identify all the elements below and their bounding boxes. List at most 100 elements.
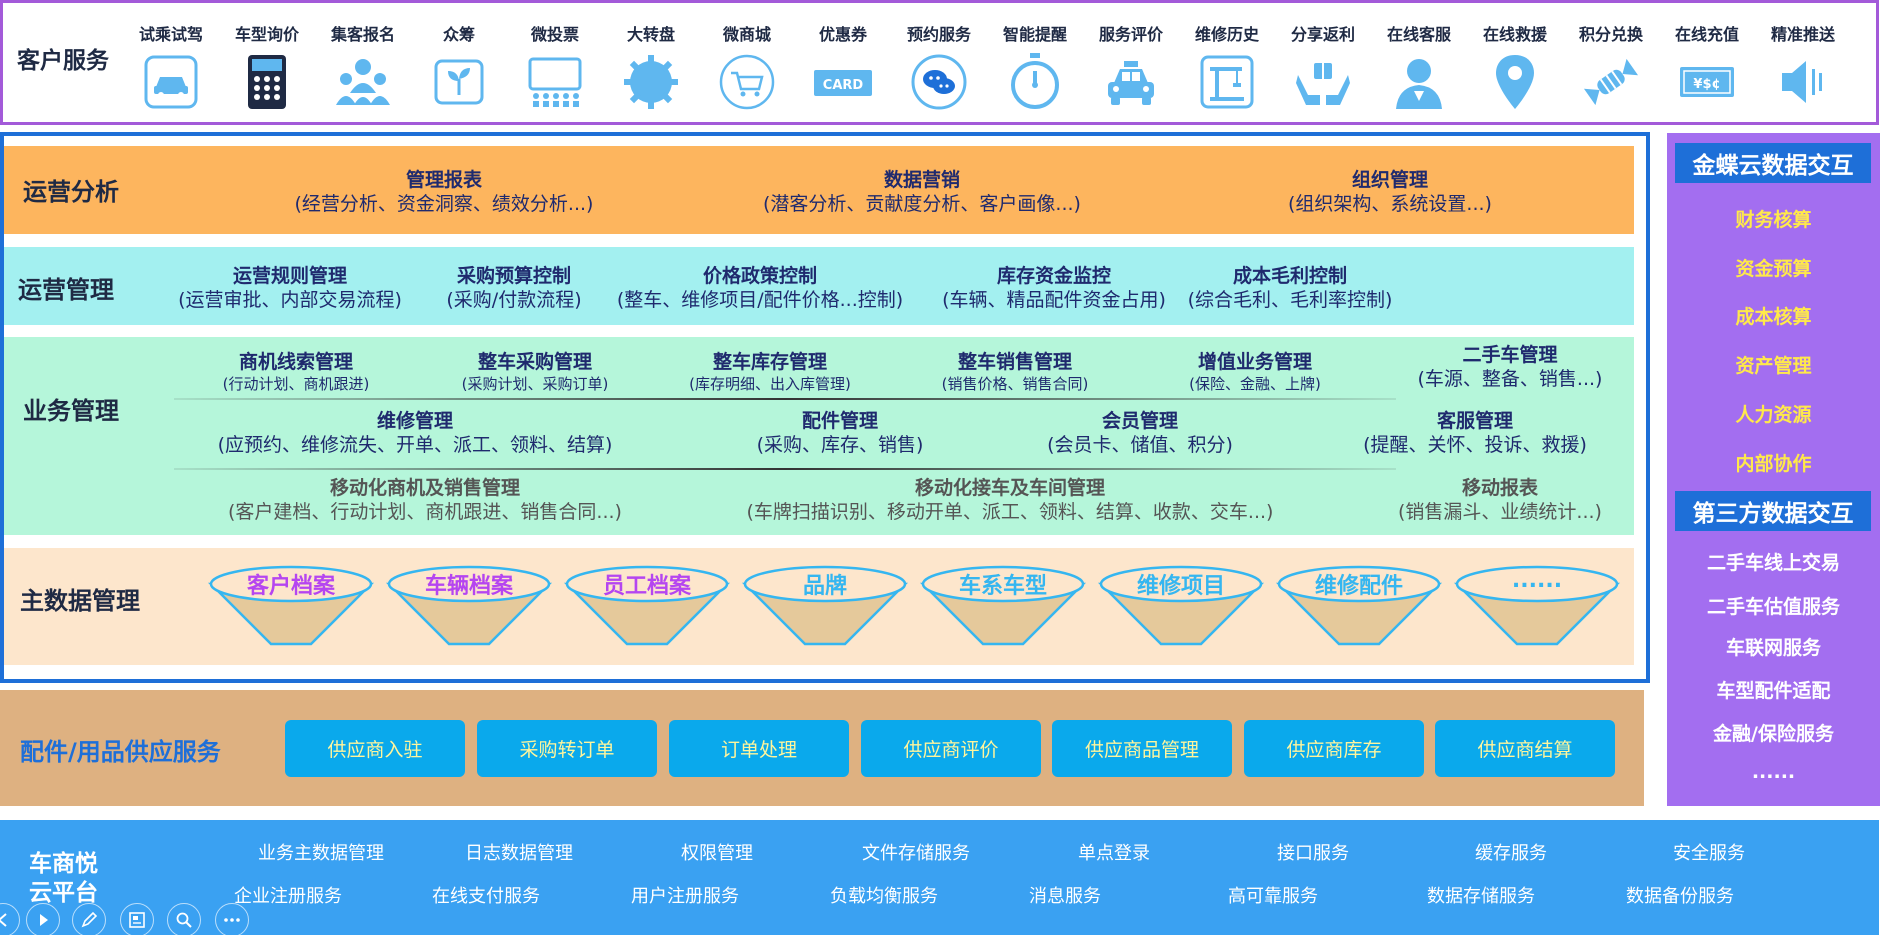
cloud-service-data-storage[interactable]: 数据存储服务 [1427,886,1535,907]
cs-item-voting[interactable]: 微投票 [507,21,603,125]
supplier-product-mgmt-button[interactable]: 供应商品管理 [1052,720,1232,777]
biz-block-member[interactable]: 会员管理 (会员卡、储值、积分) [1030,409,1250,457]
order-processing-button[interactable]: 订单处理 [669,720,849,777]
cloud-service-biz-master-data[interactable]: 业务主数据管理 [258,843,384,864]
ops-analysis-block-marketing[interactable]: 数据营销 (潜客分析、贡献度分析、客户画像...) [722,168,1122,216]
zoom-icon[interactable] [167,903,201,937]
cs-item-share-rebate[interactable]: 分享返利 [1275,21,1371,125]
third-party-item-used-car-valuation[interactable]: 二手车估值服务 [1706,596,1840,618]
block-subtitle: (车牌扫描识别、移动开单、派工、领料、结算、收款、交车...) [746,501,1274,523]
pen-icon[interactable] [72,903,106,937]
cs-item-crowdfunding[interactable]: 众筹 [411,21,507,125]
master-data-item[interactable]: 客户档案 [207,564,375,648]
master-data-item[interactable]: 车系车型 [919,564,1087,648]
supplier-inventory-button[interactable]: 供应商库存 [1244,720,1424,777]
cs-item-online-recharge[interactable]: 在线充值 ¥$¢ [1659,21,1755,125]
cloud-service-user-registration[interactable]: 用户注册服务 [631,886,739,907]
cloud-service-messaging[interactable]: 消息服务 [1029,886,1101,907]
cloud-service-cache[interactable]: 缓存服务 [1475,843,1547,864]
ops-mgmt-block-budget[interactable]: 采购预算控制 (采购/付款流程) [434,264,594,312]
kingdee-item-budget[interactable]: 资金预算 [1735,258,1812,280]
master-data-item[interactable]: 品牌 [741,564,909,648]
ops-analysis-block-reports[interactable]: 管理报表 (经营分析、资金洞察、绩效分析...) [244,168,644,216]
cs-item-points-exchange[interactable]: 积分兑换 [1563,21,1659,125]
cloud-service-high-availability[interactable]: 高可靠服务 [1228,886,1318,907]
ops-mgmt-block-rules[interactable]: 运营规则管理 (运营审批、内部交易流程) [170,264,410,312]
cs-item-repair-history[interactable]: 维修历史 [1179,21,1275,125]
purchase-to-order-button[interactable]: 采购转订单 [477,720,657,777]
biz-block-lead-mgmt[interactable]: 商机线索管理 (行动计划、商机跟进) [196,350,396,394]
ops-analysis-block-organization[interactable]: 组织管理 (组织架构、系统设置...) [1240,168,1540,216]
biz-block-mobile-sales[interactable]: 移动化商机及销售管理 (客户建档、行动计划、商机跟进、销售合同...) [200,476,650,524]
cs-item-appointment[interactable]: 预约服务 [891,21,987,125]
more-icon[interactable] [215,903,249,937]
cs-item-label: 众筹 [442,25,475,44]
cs-item-test-drive[interactable]: 试乘试驾 [123,21,219,125]
biz-block-parts[interactable]: 配件管理 (采购、库存、销售) [740,409,940,457]
customer-service-items: 试乘试驾 车型询价 集客报名 众筹 微投票 [123,21,1873,125]
cloud-service-api[interactable]: 接口服务 [1277,843,1349,864]
cs-item-label: 试乘试驾 [138,25,203,44]
biz-block-mobile-workshop[interactable]: 移动化接车及车间管理 (车牌扫描识别、移动开单、派工、领料、结算、收款、交车..… [710,476,1310,524]
cloud-service-security[interactable]: 安全服务 [1673,843,1745,864]
master-data-item[interactable]: 员工档案 [563,564,731,648]
supplier-settlement-button[interactable]: 供应商结算 [1435,720,1615,777]
cs-item-coupon[interactable]: 优惠券 CARD [795,21,891,125]
biz-block-vehicle-purchase[interactable]: 整车采购管理 (采购计划、采购订单) [440,350,630,394]
biz-block-vehicle-inventory[interactable]: 整车库存管理 (库存明细、出入库管理) [670,350,870,394]
biz-block-mobile-reports[interactable]: 移动报表 (销售漏斗、业绩统计...) [1380,476,1620,524]
cs-item-online-rescue[interactable]: 在线救援 [1467,21,1563,125]
cs-item-price-inquiry[interactable]: 车型询价 [219,21,315,125]
block-title: 会员管理 [1101,410,1178,432]
kingdee-item-finance[interactable]: 财务核算 [1735,209,1812,231]
biz-block-repair[interactable]: 维修管理 (应预约、维修流失、开单、派工、领料、结算) [190,409,640,457]
funnel-icon [385,565,553,646]
block-subtitle: (客户建档、行动计划、商机跟进、销售合同...) [228,501,622,523]
slides-icon[interactable] [120,903,154,937]
third-party-item-parts-fit[interactable]: 车型配件适配 [1716,680,1831,702]
kingdee-item-assets[interactable]: 资产管理 [1735,355,1812,377]
cloud-service-file-storage[interactable]: 文件存储服务 [862,843,970,864]
cloud-service-log-data[interactable]: 日志数据管理 [465,843,573,864]
cs-item-service-rating[interactable]: 服务评价 [1083,21,1179,125]
cs-item-lucky-wheel[interactable]: 大转盘 [603,21,699,125]
master-data-item[interactable]: 车辆档案 [385,564,553,648]
ops-mgmt-block-cost-margin[interactable]: 成本毛利控制 (综合毛利、毛利率控制) [1180,264,1400,312]
supplier-rating-button[interactable]: 供应商评价 [861,720,1041,777]
cloud-service-load-balancing[interactable]: 负载均衡服务 [830,886,938,907]
cloud-title-line2: 云平台 [29,880,98,906]
block-title: 组织管理 [1351,169,1428,191]
kingdee-item-cost[interactable]: 成本核算 [1735,306,1812,328]
cloud-service-permissions[interactable]: 权限管理 [681,843,753,864]
ops-mgmt-block-pricing[interactable]: 价格政策控制 (整车、维修项目/配件价格...控制) [610,264,910,312]
third-party-item-iov[interactable]: 车联网服务 [1725,637,1821,659]
prev-icon[interactable] [0,903,20,937]
ops-mgmt-block-inventory-funds[interactable]: 库存资金监控 (车辆、精品配件资金占用) [934,264,1174,312]
third-party-item-used-car-trade[interactable]: 二手车线上交易 [1706,552,1840,574]
cs-item-lead-signup[interactable]: 集客报名 [315,21,411,125]
cloud-service-data-backup[interactable]: 数据备份服务 [1626,886,1734,907]
biz-block-customer-service[interactable]: 客服管理 (提醒、关怀、投诉、救援) [1350,409,1600,457]
block-subtitle: (行动计划、商机跟进) [222,375,370,393]
cs-item-reminder[interactable]: 智能提醒 [987,21,1083,125]
play-icon[interactable] [26,903,60,937]
biz-block-vehicle-sales[interactable]: 整车销售管理 (销售价格、销售合同) [920,350,1110,394]
biz-block-value-added[interactable]: 增值业务管理 (保险、金融、上牌) [1170,350,1340,394]
cs-item-online-support[interactable]: 在线客服 [1371,21,1467,125]
cloud-service-sso[interactable]: 单点登录 [1078,843,1150,864]
candy-icon [1582,53,1640,111]
third-party-item-finance-insurance[interactable]: 金融/保险服务 [1713,723,1834,745]
master-data-item[interactable]: ...... [1453,564,1621,648]
biz-block-used-car[interactable]: 二手车管理 (车源、整备、销售...) [1400,343,1620,391]
supplier-onboarding-button[interactable]: 供应商入驻 [285,720,465,777]
master-data-item[interactable]: 维修项目 [1097,564,1265,648]
funnel-icon [207,565,375,646]
kingdee-item-hr[interactable]: 人力资源 [1735,404,1812,426]
cloud-service-enterprise-registration[interactable]: 企业注册服务 [234,886,342,907]
cs-item-precise-push[interactable]: 精准推送 [1755,21,1851,125]
master-data-label: 员工档案 [602,574,691,599]
cs-item-micro-mall[interactable]: 微商城 [699,21,795,125]
master-data-item[interactable]: 维修配件 [1275,564,1443,648]
kingdee-item-collaboration[interactable]: 内部协作 [1735,453,1812,475]
cloud-service-online-payment[interactable]: 在线支付服务 [432,886,540,907]
